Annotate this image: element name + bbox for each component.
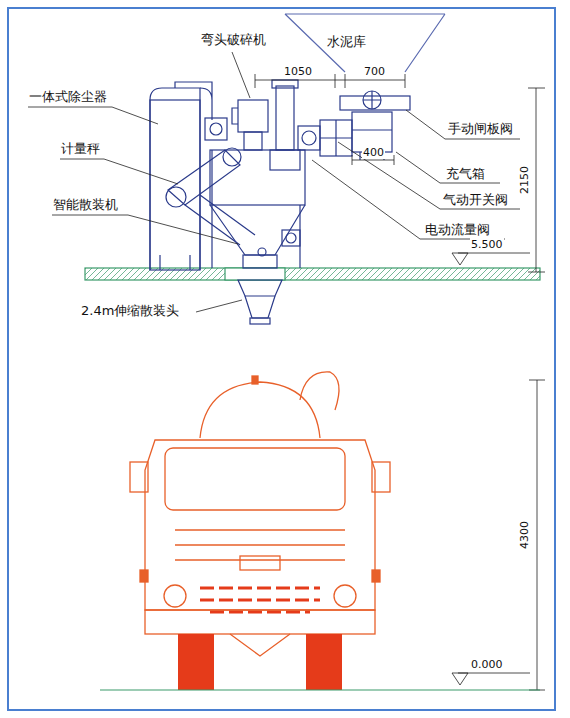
part-label: 气动开关阀	[442, 192, 509, 208]
wheel	[178, 634, 214, 690]
dimension-label: 0.000	[470, 658, 504, 671]
dimension-label: 5.500	[470, 238, 504, 251]
dimension-label: 400	[362, 146, 385, 159]
wheel	[306, 634, 342, 690]
dimension-label: 4300	[518, 520, 531, 550]
part-label: 一体式除尘器	[28, 89, 108, 105]
frame	[8, 8, 555, 710]
part-label: 水泥库	[326, 34, 367, 50]
truck	[130, 372, 390, 656]
part-label: 弯头破碎机	[200, 32, 267, 48]
dimension-label: 1050	[283, 65, 313, 78]
leader-lines	[28, 52, 545, 690]
part-label: 智能散装机	[52, 197, 119, 213]
dimension-label: 2150	[518, 165, 531, 195]
part-label: 计量秤	[60, 141, 101, 157]
part-label: 手动闸板阀	[447, 121, 514, 137]
ground-line	[100, 689, 540, 690]
plant	[85, 14, 540, 324]
part-label: 2.4m伸缩散装头	[80, 303, 180, 319]
part-label: 充气箱	[445, 166, 486, 182]
dimension-label: 700	[363, 65, 386, 78]
part-label: 电动流量阀	[424, 222, 491, 238]
